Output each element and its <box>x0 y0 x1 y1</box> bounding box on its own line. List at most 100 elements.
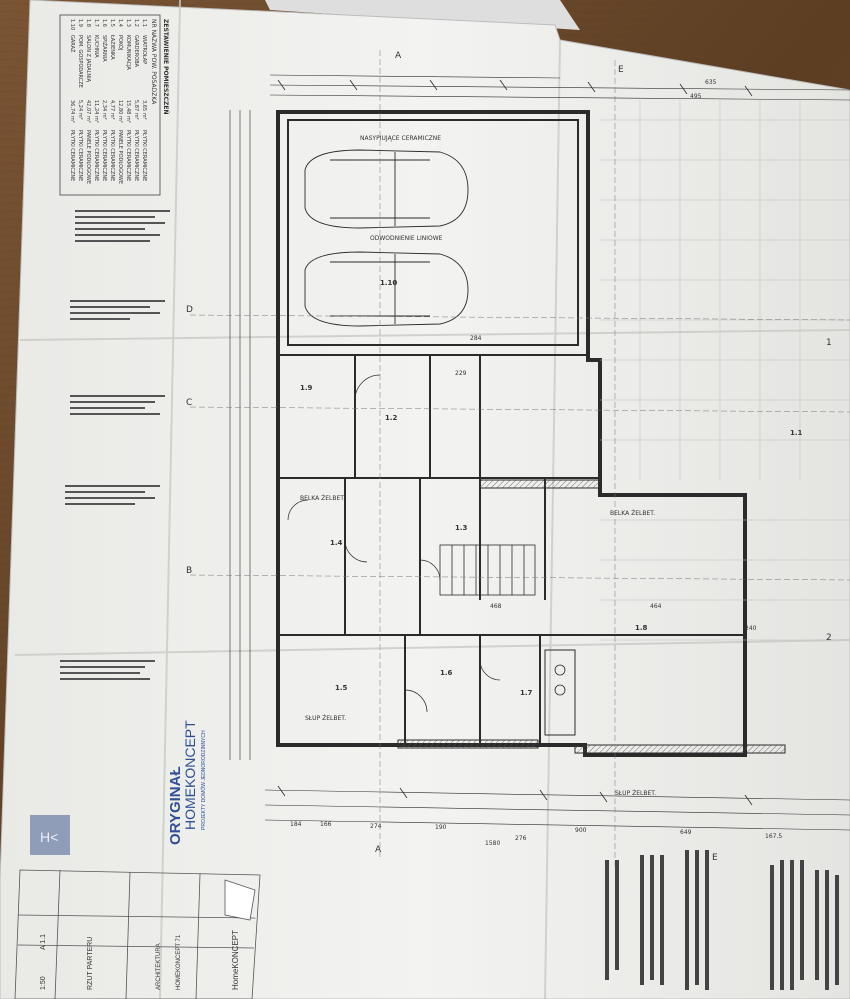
dimension-value: 274 <box>370 823 382 830</box>
schedule-row-name: POKÓJ <box>117 35 124 50</box>
grid-label-2: 2 <box>826 633 832 643</box>
schedule-row-floor: PŁYTKI CERAMICZNE <box>101 130 107 181</box>
logo-mark-text: H< <box>40 829 58 845</box>
schedule-row-area: 2,34 m² <box>101 100 107 120</box>
dimension-value: 635 <box>705 79 717 86</box>
dimension-value: 166 <box>320 821 332 828</box>
schedule-row-name: GARAŻ <box>69 35 76 53</box>
dimension-value: 240 <box>745 625 757 632</box>
dimension-value: 229 <box>455 370 467 377</box>
hatched-wall <box>397 739 539 749</box>
dimension-value: 649 <box>680 829 692 836</box>
schedule-row-nr: 1.7 <box>93 19 99 27</box>
plan-annotations: NASYPIUJĄCE CERAMICZNE ODWODNIENIE LINIO… <box>300 135 803 797</box>
schedule-row-name: KUCHNIA <box>93 35 99 58</box>
room-tag: 1.6 <box>440 669 453 677</box>
room-tag: 1.3 <box>455 524 468 532</box>
schedule-row-name: POM. GOSPODARCZE <box>77 35 83 88</box>
hob <box>554 664 566 676</box>
dimension-lines <box>229 74 850 831</box>
grid-label-e-bottom: E <box>712 853 718 863</box>
company-name: HomeKONCEPT <box>231 930 240 990</box>
schedule-row-floor: PŁYTKI CERAMICZNE <box>109 130 115 181</box>
notes-block <box>605 850 839 990</box>
dimension-value: 495 <box>690 93 702 100</box>
schedule-row-area: 15,48 m² <box>125 100 131 123</box>
schedule-row-nr: 1.4 <box>117 19 123 27</box>
axis-lines <box>189 50 850 870</box>
garage-label: NASYPIUJĄCE CERAMICZNE <box>360 135 441 142</box>
schedule-row-nr: 1.6 <box>101 19 107 27</box>
room-tag: 1.2 <box>385 414 398 422</box>
schedule-row-floor: PANELE PODŁOGOWE <box>85 130 91 184</box>
schedule-row-nr: 1.1 <box>141 19 147 27</box>
grid-label-a-bottom: A <box>375 845 382 855</box>
schedule-row-area: 3,65 m² <box>141 100 147 120</box>
floor-plan <box>189 50 850 870</box>
schedule-row-area: 5,87 m² <box>133 100 139 120</box>
grid-label-d: D <box>186 305 193 315</box>
dimension-value: 190 <box>435 824 447 831</box>
grid-label-e-top: E <box>618 65 624 75</box>
room-tag: 1.10 <box>380 279 397 287</box>
project-name: HOMEKONCEPT 71 <box>176 934 182 990</box>
schedule-row-name: ŁAZIENKA <box>109 34 115 60</box>
schedule-row-floor: PŁYTKI CERAMICZNE <box>93 130 99 181</box>
brand-block: HOMEKONCEPT PROJEKTY DOMÓW JEDNORODZINNY… <box>182 720 207 830</box>
hob <box>554 684 566 696</box>
schedule-row-area: 12,80 m² <box>117 100 123 123</box>
original-text: ORYGINAŁ <box>167 766 184 845</box>
schedule-row-area: 36,74 m² <box>69 100 75 123</box>
lintel-label: BELKA ŻELBET. <box>300 495 345 502</box>
schedule-row-floor: PANELE PODŁOGOWE <box>117 130 123 184</box>
schedule-row-nr: 1.10 <box>69 19 75 30</box>
room-tag: 1.4 <box>330 539 343 547</box>
partitions <box>278 354 745 745</box>
hatched-wall <box>479 479 601 489</box>
drain-label: ODWODNIENIE LINIOWE <box>370 235 443 242</box>
column-label: SŁUP ŻELBET. <box>615 790 656 797</box>
schedule-row-nr: 1.8 <box>85 19 91 27</box>
dimension-ticks <box>277 79 753 806</box>
original-stamp: ORYGINAŁ <box>167 766 184 845</box>
schedule-row-floor: PŁYTKI CERAMICZNE <box>133 130 139 181</box>
schedule-row-floor: PŁYTKI CERAMICZNE <box>125 130 131 181</box>
schedule-row-area: 11,24 m² <box>93 100 99 123</box>
schedule-row-name: GARDEROBA <box>133 35 139 68</box>
column-label: SŁUP ŻELBET. <box>305 715 346 722</box>
brand-name: HOMEKONCEPT <box>182 720 198 830</box>
room-tag: 1.5 <box>335 684 348 692</box>
door-swings <box>287 374 501 713</box>
schedule-rows: 1.1 WIATROŁAP 3,65 m² PŁYTKI CERAMICZNE … <box>69 19 147 184</box>
dimension-value: 464 <box>650 603 662 610</box>
room-tag: 1.9 <box>300 384 313 392</box>
room-tag: 1.7 <box>520 689 533 697</box>
drawing-number: A 1.1 <box>40 934 47 950</box>
schedule-row-area: 42,07 m² <box>85 100 91 123</box>
schedule-row-floor: PŁYTKI CERAMICZNE <box>69 130 75 181</box>
layer-legend <box>60 210 170 680</box>
schedule-row-name: WIATROŁAP <box>141 35 147 64</box>
garage-room <box>287 119 579 346</box>
schedule-row-nr: 1.3 <box>125 19 131 27</box>
grid-label-1: 1 <box>826 338 832 348</box>
dimension-value: 1580 <box>485 840 500 847</box>
dimension-value: 900 <box>575 827 587 834</box>
schedule-row-floor: PŁYTKI CERAMICZNE <box>141 130 147 181</box>
logo-mark: H< <box>30 815 70 855</box>
schedule-title: ZESTAWIENIE POMIESZCZEŃ <box>162 19 170 115</box>
drawing-title: RZUT PARTERU <box>87 937 94 990</box>
grid-label-a-top: A <box>395 51 402 61</box>
terrace-grid <box>600 100 850 641</box>
dimension-value: 184 <box>290 821 302 828</box>
schedule-row-nr: 1.2 <box>133 19 139 27</box>
schedule-row-name: SPIŻARNIA <box>101 35 108 62</box>
schedule-row-floor: PŁYTKI CERAMICZNE <box>77 130 83 181</box>
room-tag: 1.8 <box>635 624 648 632</box>
dimension-value: 284 <box>470 335 482 342</box>
title-texts: HomeKONCEPT HOMEKONCEPT 71 ARCHITEKTURA … <box>40 930 240 990</box>
room-tag: 1.1 <box>790 429 803 437</box>
schedule-row-area: 4,77 m² <box>109 100 115 120</box>
fold-lines <box>14 0 850 999</box>
